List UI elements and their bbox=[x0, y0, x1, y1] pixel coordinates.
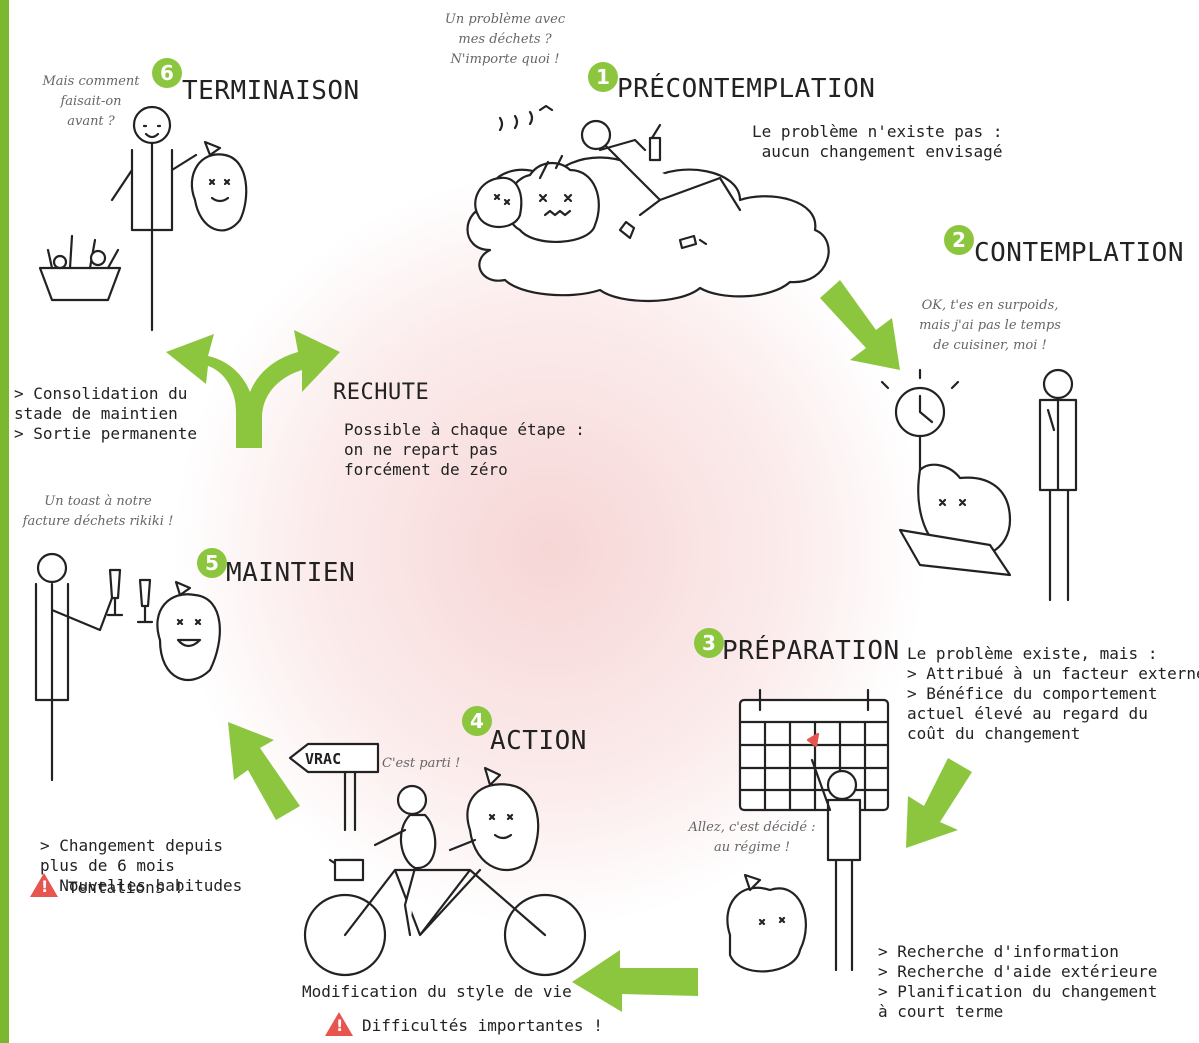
bag-character bbox=[898, 463, 1012, 577]
bag-character bbox=[156, 580, 221, 681]
stage-4-warning: Difficultés importantes ! bbox=[362, 1016, 603, 1035]
stage-1-number: 1 bbox=[588, 62, 618, 92]
relapse-description: Possible à chaque étape :on ne repart pa… bbox=[344, 420, 585, 479]
cycle-arrow-1-2 bbox=[820, 280, 900, 370]
warning-icon: ! bbox=[325, 1012, 353, 1036]
bag-character bbox=[448, 766, 540, 872]
stage-5-title: MAINTIEN bbox=[226, 558, 356, 588]
vrac-sign bbox=[288, 742, 380, 832]
stick-figure bbox=[373, 784, 437, 937]
stage-6-number: 6 bbox=[152, 58, 182, 88]
stage-5-number: 5 bbox=[197, 548, 227, 578]
stage-2-number: 2 bbox=[944, 225, 974, 255]
stick-figure bbox=[1038, 368, 1078, 602]
stage-4-number: 4 bbox=[462, 706, 492, 736]
bag-character bbox=[726, 873, 807, 973]
stick-figure bbox=[580, 119, 742, 250]
stage-1-title: PRÉCONTEMPLATION bbox=[617, 74, 876, 104]
stage-5-description: > Changement depuis plus de 6 mois> Nouv… bbox=[40, 836, 243, 895]
calendar-icon bbox=[738, 688, 890, 812]
stage-4-quote: C'est parti ! bbox=[382, 756, 461, 771]
vrac-sign-label: VRAC bbox=[305, 750, 342, 768]
cycle-arrow-2-3 bbox=[906, 758, 972, 848]
bicycle bbox=[303, 858, 587, 977]
bag-character bbox=[474, 104, 600, 243]
cycle-arrow-4-5 bbox=[228, 722, 300, 820]
stage-4-title: ACTION bbox=[490, 726, 587, 756]
stage-2-quote: OK, t'es en surpoids,mais j'ai pas le te… bbox=[919, 298, 1061, 353]
clock-icon bbox=[880, 368, 960, 472]
left-accent-bar bbox=[0, 0, 9, 1043]
stage-3-title: PRÉPARATION bbox=[722, 636, 900, 666]
cycle-arrow-3-4 bbox=[572, 950, 698, 1012]
stage-3-number: 3 bbox=[694, 628, 724, 658]
warning-icon: ! bbox=[30, 873, 58, 897]
champagne-glass bbox=[106, 568, 154, 624]
relapse-title: RECHUTE bbox=[333, 380, 430, 405]
basket-icon bbox=[38, 234, 122, 302]
stick-figure bbox=[810, 758, 862, 972]
relapse-fork-arrow bbox=[166, 330, 340, 448]
stage-3-quote: Allez, c'est décidé :au régime ! bbox=[688, 820, 816, 855]
stage-2-description: Le problème existe, mais :> Attribué à u… bbox=[907, 644, 1199, 743]
stage-1-description: Le problème n'existe pas :aucun changeme… bbox=[752, 122, 1003, 161]
stick-figure bbox=[34, 552, 114, 782]
stage-2-title: CONTEMPLATION bbox=[974, 238, 1184, 268]
stage-5-warning: Tentations ! bbox=[68, 878, 184, 897]
stage-3-description: > Recherche d'information> Recherche d'a… bbox=[878, 942, 1158, 1021]
bag-character bbox=[190, 140, 248, 232]
stick-figure bbox=[110, 105, 198, 332]
stage-6-description: > Consolidation du stade de maintien> So… bbox=[14, 384, 198, 443]
stage-6-title: TERMINAISON bbox=[182, 76, 360, 106]
stage-4-description: Modification du style de vie bbox=[302, 982, 572, 1001]
